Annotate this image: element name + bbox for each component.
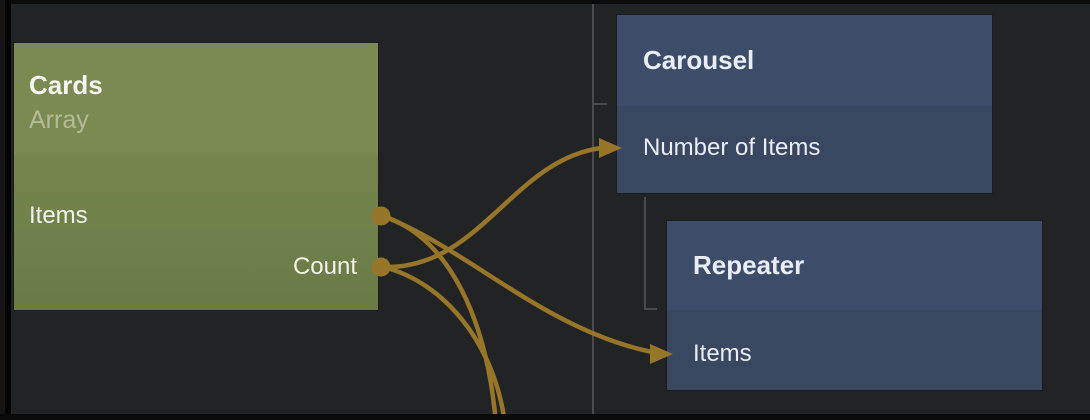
node-title: Cards bbox=[29, 70, 103, 100]
panel-edge-bottom bbox=[0, 414, 1090, 420]
port-label-number-of-items: Number of Items bbox=[643, 134, 821, 161]
node-cards[interactable]: Cards Array Items Count bbox=[14, 43, 378, 310]
connection-curves[interactable] bbox=[382, 145, 653, 420]
port-label-items: Items bbox=[693, 340, 752, 367]
node-repeater[interactable]: Repeater Items bbox=[667, 221, 1042, 390]
port-label-count: Count bbox=[292, 253, 357, 280]
node-subtitle: Array bbox=[29, 106, 89, 134]
connection-items-to-offscreen[interactable] bbox=[382, 213, 498, 420]
node-title: Carousel bbox=[643, 45, 755, 75]
node-repeater-header[interactable]: Repeater bbox=[667, 221, 1042, 310]
node-title: Repeater bbox=[693, 250, 805, 280]
panel-edge-left bbox=[0, 0, 5, 420]
node-carousel[interactable]: Carousel Number of Items bbox=[617, 15, 992, 193]
node-cards-body: Items Count bbox=[14, 155, 378, 310]
connection-count-to-offscreen[interactable] bbox=[382, 264, 507, 420]
connection-count-to-carousel[interactable] bbox=[382, 145, 602, 270]
node-carousel-body: Number of Items bbox=[617, 106, 992, 193]
node-carousel-header[interactable]: Carousel bbox=[617, 15, 992, 106]
panel-edge-left-divider bbox=[5, 0, 11, 420]
node-cards-header[interactable]: Cards Array bbox=[14, 43, 378, 155]
hierarchy-line-carousel-repeater bbox=[644, 197, 657, 310]
node-repeater-body: Items bbox=[667, 310, 1042, 390]
panel-edge-top bbox=[0, 0, 1090, 4]
connection-items-to-repeater[interactable] bbox=[382, 213, 653, 355]
port-label-items: Items bbox=[29, 202, 88, 229]
